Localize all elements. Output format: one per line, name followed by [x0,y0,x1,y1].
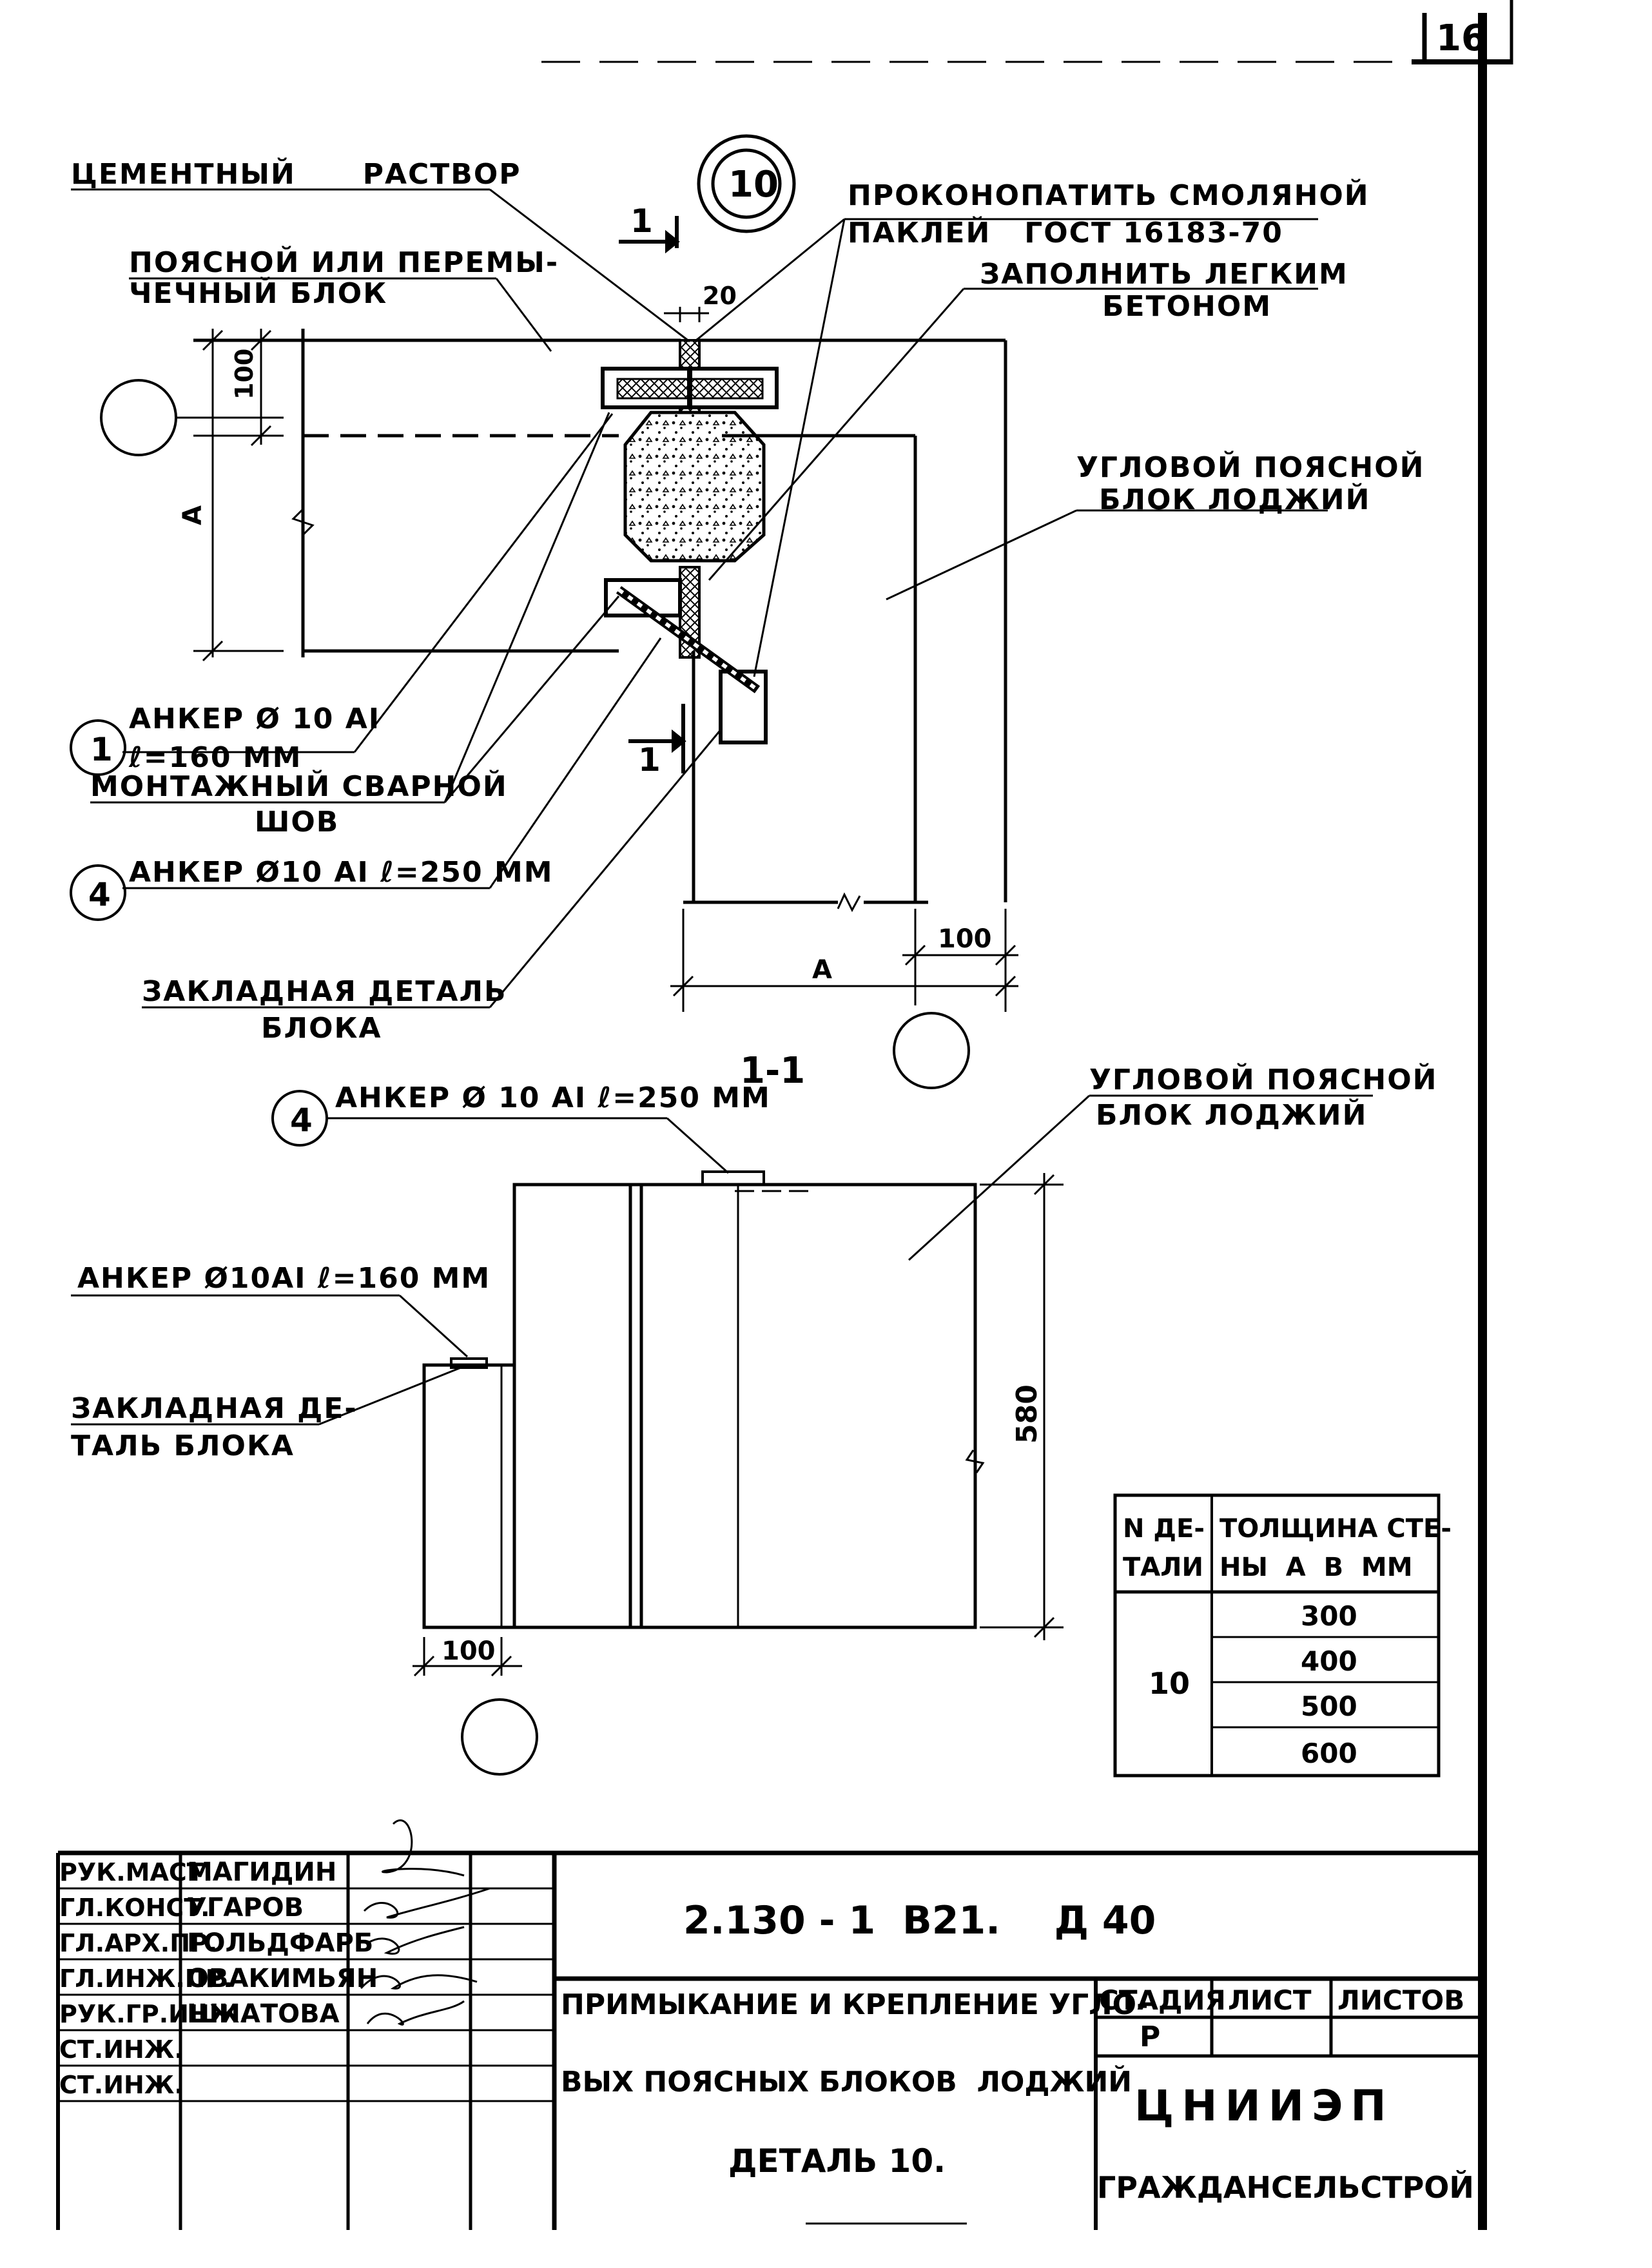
anchor-4-number: 4 [88,876,111,913]
name-0: МАГИДИН [187,1857,336,1887]
callout-light-concrete-1: ЗАПОЛНИТЬ ЛЕГКИМ [980,258,1348,291]
org-name-1: ЦНИИЭП [1134,2081,1394,2131]
name-2: ГОЛЬДФАРБ [187,1928,373,1958]
detail-marker-label: 10 [728,164,779,206]
left-dimensions [193,329,284,662]
callout-belt-block-1: ПОЯСНОЙ ИЛИ ПЕРЕМЫ- [129,245,559,279]
callout-caulk-1: ПРОКОНОПАТИТЬ СМОЛЯНОЙ [848,178,1370,212]
role-5: СТ.ИНЖ. [59,2035,184,2064]
axis-circle-left [100,379,177,456]
table-detail-value: 10 [1149,1666,1190,1701]
callout-anchor-1-b: ℓ=160 ММ [128,741,302,774]
axis-circle-elevation [461,1698,538,1776]
callout-weld-2: ШОВ [255,806,339,838]
drawing-name-2: ВЫХ ПОЯСНЫХ БЛОКОВ ЛОДЖИЙ [561,2064,1132,2098]
callout-weld-1: МОНТАЖНЫЙ СВАРНОЙ [90,769,508,803]
dimension-580: 580 [1011,1384,1044,1444]
name-3: ОВАКИМЬЯН [187,1964,378,1993]
elevation-leaders [71,1094,1373,1426]
callout-elev-embedded-2: ТАЛЬ БЛОКА [71,1430,295,1462]
callout-elev-embedded-1: ЗАКЛАДНАЯ ДЕ- [71,1392,358,1425]
title-block [56,1850,1482,2230]
sheet-number: 16 [1436,17,1486,59]
anchor-4-circle [70,864,126,921]
name-1: УГАРОВ [187,1893,304,1923]
dimension-gap: 20 [703,282,737,310]
callout-corner-block-2: БЛОК ЛОДЖИЙ [1099,482,1370,516]
section-mark-bottom-label: 1 [638,741,661,779]
dimension-100-horizontal: 100 [938,924,992,954]
callout-caulk-2: ПАКЛЕЙ ГОСТ 16183-70 [848,215,1283,249]
callout-elev-corner-2: БЛОК ЛОДЖИЙ [1096,1098,1367,1132]
anchor-1-number: 1 [90,731,113,768]
callout-embedded-1: ЗАКЛАДНАЯ ДЕТАЛЬ [142,975,507,1008]
callout-elev-anchor-4: АНКЕР Ø 10 AI ℓ=250 ММ [335,1081,771,1114]
light-concrete-fill [623,411,766,563]
leader-lines [71,188,1328,1009]
stage-header: СТАДИЯ [1099,1984,1226,2016]
sheets-header: ЛИСТОВ [1337,1984,1464,2016]
callout-cement-mortar: ЦЕМЕНТНЫЙ РАСТВОР [71,157,521,191]
table-row: 400 [1301,1645,1357,1677]
anchor-1-circle [70,719,126,776]
drawing-name-1: ПРИМЫКАНИЕ И КРЕПЛЕНИЕ УГЛО- [561,1988,1148,2021]
dimension-100-vertical: 100 [230,349,258,400]
elevation-view [422,1170,977,1629]
drawing-code: 2.130 - 1 В21. Д 40 [683,1898,1156,1943]
table-row: 500 [1301,1691,1357,1722]
detail-marker-outer [697,134,796,233]
anchor-bar-diagonal [616,586,761,693]
role-1: ГЛ.КОНСТ. [59,1894,210,1922]
stage-value: Р [1140,2021,1160,2053]
thickness-table [1113,1493,1441,1778]
sheet-header: ЛИСТ [1228,1984,1312,2016]
section-mark-top-label: 1 [630,202,653,240]
org-name-2: ГРАЖДАНСЕЛЬСТРОЙ [1097,2170,1474,2205]
role-0: РУК.МАСТ. [59,1858,213,1886]
elev-anchor-4-number: 4 [290,1101,313,1139]
role-3: ГЛ.ИНЖ.ПР. [59,1964,233,1993]
table-head-detail-b: ТАЛИ [1123,1553,1203,1582]
axis-circle-bottom [893,1012,970,1089]
role-4: РУК.ГР.ИНЖ. [59,2000,249,2028]
bottom-dimensions [670,909,1018,1012]
role-6: СТ.ИНЖ. [59,2071,184,2099]
table-row: 600 [1301,1738,1357,1769]
callout-elev-anchor-1: АНКЕР Ø10AI ℓ=160 ММ [77,1262,491,1295]
callout-belt-block-2: ЧЕЧНЫЙ БЛОК [129,276,387,310]
section-mark-top [619,216,680,254]
table-head-thickness-a: ТОЛЩИНА СТЕ- [1220,1514,1452,1544]
elevation-dimensions [413,1173,1064,1677]
elev-anchor-4-circle [271,1090,328,1147]
role-2: ГЛ.АРХ.ПР. [59,1929,217,1957]
callout-elev-corner-1: УГЛОВОЙ ПОЯСНОЙ [1089,1062,1437,1096]
signatures [360,1819,491,2026]
table-head-detail-a: N ДЕ- [1123,1514,1205,1544]
callout-corner-block-1: УГЛОВОЙ ПОЯСНОЙ [1076,450,1424,484]
callout-anchor-1-a: АНКЕР Ø 10 AI [129,703,380,735]
name-4: ШИАТОВА [187,1999,340,2029]
table-row: 300 [1301,1600,1357,1632]
table-head-thickness-b: НЫ A В ММ [1220,1553,1413,1582]
callout-light-concrete-2: БЕТОНОМ [1102,290,1272,323]
dimension-100-elevation: 100 [442,1636,496,1666]
sheet-frame [541,0,1513,2230]
dimension-a-horizontal: A [812,955,832,985]
detail-marker-inner [711,148,782,219]
section-mark-bottom [628,704,686,773]
dimension-a-vertical: A [178,505,208,525]
callout-anchor-4: АНКЕР Ø10 AI ℓ=250 ММ [129,856,554,889]
callout-embedded-2: БЛОКА [261,1012,382,1045]
section-title: 1-1 [740,1050,805,1092]
drawing-name-3: ДЕТАЛЬ 10. [728,2142,946,2180]
